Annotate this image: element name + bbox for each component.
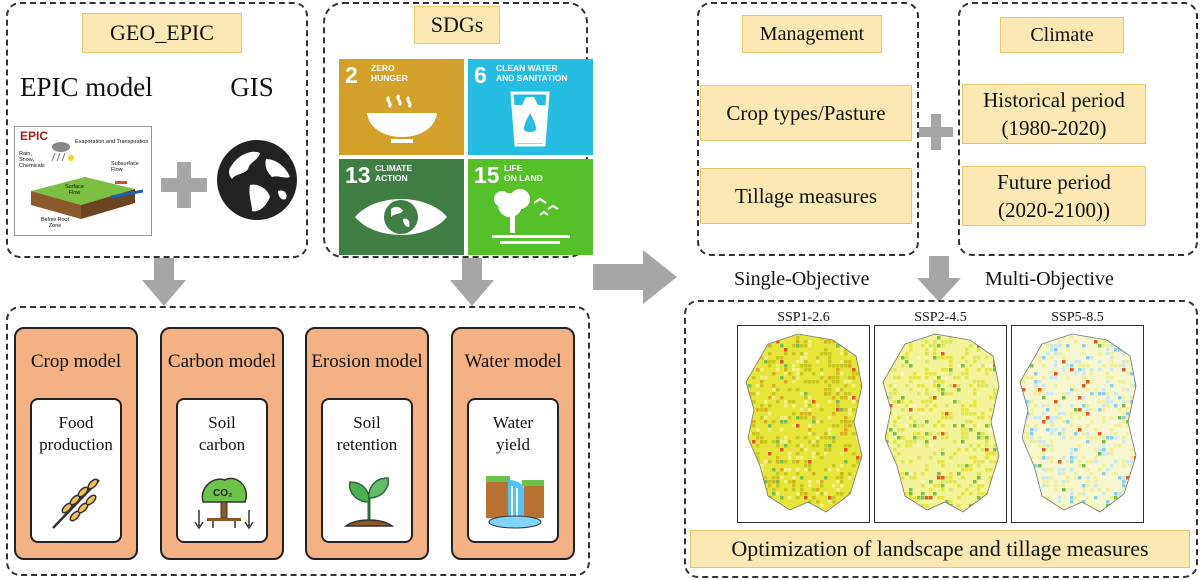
water-model-box: Water model Water yield <box>451 327 575 560</box>
water-glass-icon <box>510 91 550 147</box>
soil-retention-label: Soil retention <box>336 413 398 455</box>
climate-title: Climate <box>1000 17 1124 53</box>
crop-model-box: Crop model Food production <box>14 327 138 560</box>
optimization-caption: Optimization of landscape and tillage me… <box>690 530 1190 568</box>
epic-logo: EPIC <box>20 129 49 143</box>
sdg-15-tile: 15 LIFE ON LAND <box>468 159 593 255</box>
water-yield-label: Water yield <box>492 413 534 455</box>
waterfall-icon <box>486 476 544 529</box>
soil-block-graphic <box>31 142 144 219</box>
map-fill <box>1020 334 1136 512</box>
ssp2-label: SSP2-4.5 <box>914 310 967 325</box>
below-root-text: Below Root Zone <box>41 217 70 230</box>
management-title: Management <box>742 15 882 53</box>
down-arrow-geo-epic <box>142 258 186 306</box>
svg-text:CO₂: CO₂ <box>213 488 232 499</box>
sdg-2-tile: 2 ZERO HUNGER <box>339 59 464 155</box>
ssp1-map <box>737 325 870 523</box>
ssp5-label: SSP5-8.5 <box>1051 310 1104 325</box>
crop-model-title: Crop model <box>30 351 122 372</box>
sdg-6-title: CLEAN WATER AND SANITATION <box>496 63 568 83</box>
co2-tree-icon: CO₂ <box>194 477 254 530</box>
soil-carbon-card: Soil carbon CO₂ <box>176 398 268 543</box>
sdg-2-number: 2 <box>345 62 358 88</box>
plus-icon-2 <box>919 114 953 150</box>
soil-carbon-label: Soil carbon <box>198 413 246 455</box>
ssp5-map <box>1011 325 1144 523</box>
tillage-measures-item: Tillage measures <box>700 168 912 224</box>
erosion-model-box: Erosion model Soil retention <box>305 327 429 560</box>
bowl-icon <box>367 93 437 143</box>
sdg-15-number: 15 <box>474 162 500 188</box>
tree-birds-icon <box>492 189 570 244</box>
climate-panel <box>958 2 1198 256</box>
map-outline <box>882 333 1000 513</box>
epic-model-label: EPIC model <box>20 72 153 102</box>
water-model-title: Water model <box>464 351 562 372</box>
geo-epic-panel <box>6 2 308 258</box>
erosion-model-title: Erosion model <box>311 351 423 372</box>
ssp5-map-graphic <box>1019 333 1137 513</box>
ssp1-map-graphic <box>745 333 863 513</box>
sdg-15-title: LIFE ON LAND <box>504 163 543 183</box>
globe-icon <box>217 140 297 220</box>
ssp1-label: SSP1-2.6 <box>777 310 830 325</box>
management-panel <box>697 2 919 256</box>
map-outline <box>745 333 863 513</box>
ssp2-map-graphic <box>882 333 1000 513</box>
scenarios-panel <box>684 300 1198 578</box>
carbon-model-title: Carbon model <box>167 351 277 372</box>
eye-earth-icon <box>355 199 447 235</box>
down-arrow-sdgs <box>450 258 494 306</box>
sdg-6-number: 6 <box>474 62 487 88</box>
gis-label: GIS <box>230 72 274 102</box>
epic-diagram-image: EPIC Evaporation and Transpiration Rain,… <box>14 126 152 236</box>
rain-text: Rain, Snow, Chemicals <box>19 151 45 170</box>
map-outline <box>1019 333 1137 513</box>
map-fill <box>746 334 862 512</box>
sdg-13-tile: 13 CLIMATE ACTION <box>339 159 464 255</box>
historical-period-item: Historical period (1980-2020) <box>962 84 1146 144</box>
food-production-card: Food production <box>30 398 122 543</box>
map-fill <box>883 334 999 512</box>
ssp2-map <box>874 325 1007 523</box>
surface-flow-text: Surface Flow <box>65 184 84 197</box>
sdg-2-title: ZERO HUNGER <box>371 63 408 83</box>
crop-types-item: Crop types/Pasture <box>700 85 912 141</box>
subsurface-text: Subsurface Flow <box>111 161 139 174</box>
single-objective-label: Single-Objective <box>734 268 870 290</box>
sdgs-title: SDGs <box>414 6 500 44</box>
plus-icon <box>161 162 207 208</box>
evaporation-text: Evaporation and Transpiration <box>75 139 149 145</box>
right-arrow <box>593 250 677 304</box>
food-production-label: Food production <box>39 413 113 455</box>
geo-epic-title: GEO_EPIC <box>82 13 242 53</box>
multi-objective-label: Multi-Objective <box>985 268 1114 290</box>
water-yield-card: Water yield <box>467 398 559 543</box>
sdg-13-number: 13 <box>345 162 371 188</box>
wheat-icon <box>52 478 100 529</box>
carbon-model-box: Carbon model Soil carbon CO₂ <box>160 327 284 560</box>
sdg-6-tile: 6 CLEAN WATER AND SANITATION <box>468 59 593 155</box>
models-panel <box>6 306 590 576</box>
sdg-13-title: CLIMATE ACTION <box>375 163 413 183</box>
down-arrow-objectives <box>917 256 961 302</box>
soil-retention-card: Soil retention <box>321 398 413 543</box>
future-period-item: Future period (2020-2100)) <box>962 166 1146 226</box>
sprout-icon <box>343 477 395 527</box>
future-period-text: Future period (2020-2100)) <box>997 169 1111 222</box>
